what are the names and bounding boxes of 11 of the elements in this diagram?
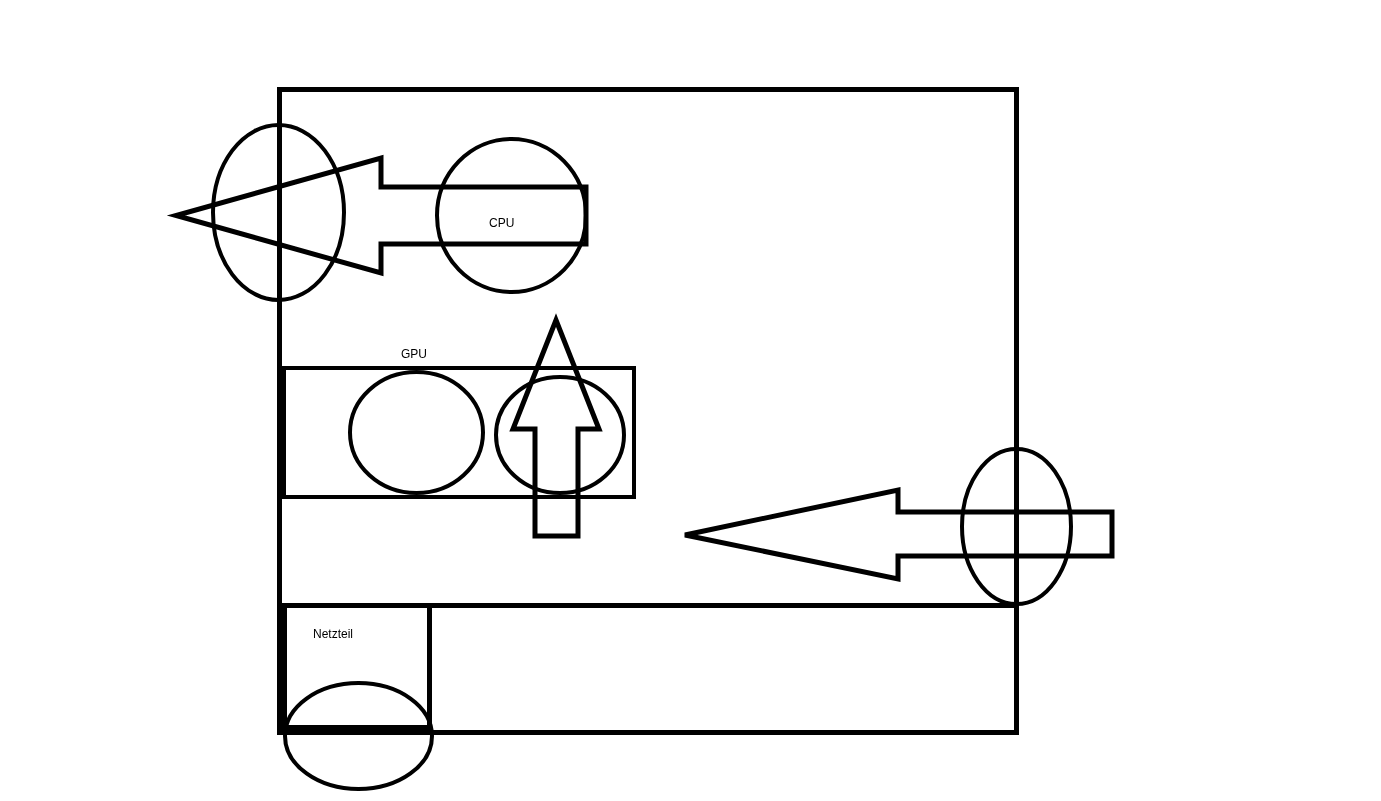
fan-ellipse xyxy=(283,681,434,791)
fan-ellipse xyxy=(960,447,1073,606)
cpu-label: CPU xyxy=(489,216,515,230)
gpu-label: GPU xyxy=(401,347,427,361)
power-supply-outline xyxy=(282,603,432,730)
pc-case-outline xyxy=(277,87,1019,735)
block-arrow xyxy=(166,154,589,277)
fan-ellipse xyxy=(211,123,346,302)
psu-label: Netzteil xyxy=(313,627,353,641)
fan-ellipse xyxy=(494,375,626,495)
fan-ellipse xyxy=(348,370,485,495)
